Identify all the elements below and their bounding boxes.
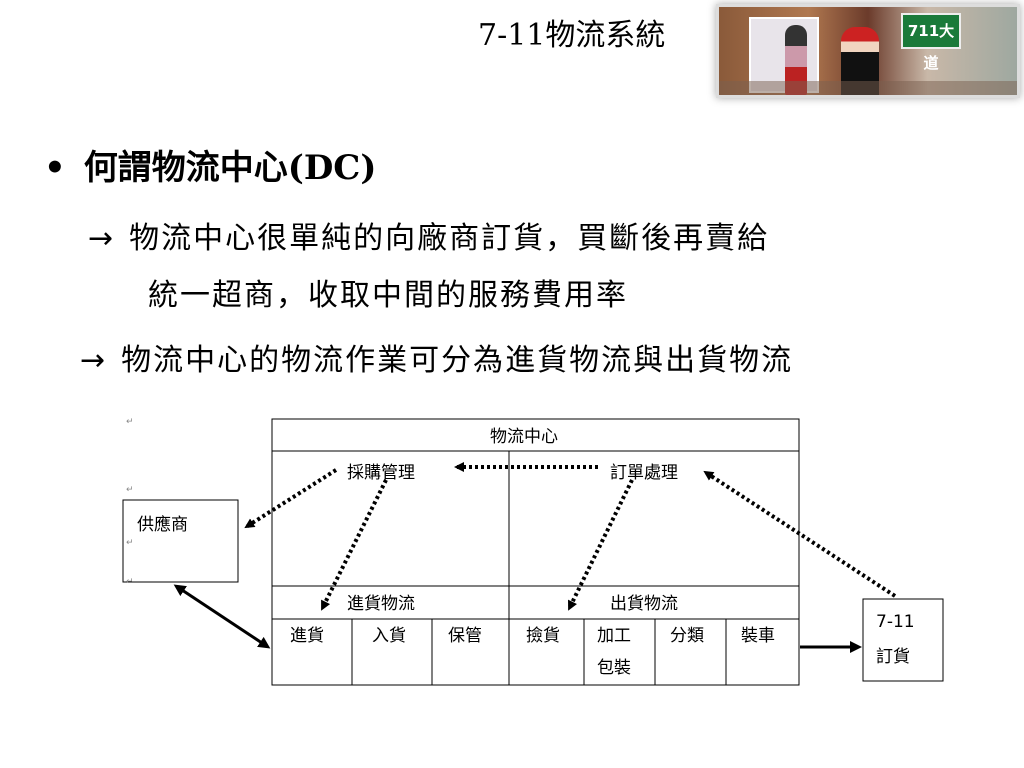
arrow-purchase-to-supplier <box>244 468 338 529</box>
dotted-arrows <box>244 462 897 611</box>
bullet-dot: • <box>44 148 66 188</box>
header-photo: 711大道 <box>716 4 1020 98</box>
center-box <box>271 418 800 686</box>
page-title: 7-11物流系統 <box>478 18 666 53</box>
line2-text: 物流中心的物流作業可分為進貨物流與出貨物流 <box>121 343 794 378</box>
store-order-label-1: 7-11 <box>876 612 915 632</box>
supplier-label: 供應商 <box>137 514 188 535</box>
arrow-line-1: → 物流中心很單純的向廠商訂貨，買斷後再賣給 <box>88 213 769 257</box>
step-inbound-3: 保管 <box>448 626 482 646</box>
bullet-heading: • 何謂物流中心(DC) <box>44 140 376 189</box>
supplier-box <box>122 499 239 583</box>
photo-floor <box>719 81 1017 95</box>
step-inbound-2: 入貨 <box>372 626 406 646</box>
step-outbound-4: 裝車 <box>741 626 775 646</box>
step-outbound-1: 撿貨 <box>526 626 560 646</box>
arrow-order-to-outbound <box>567 479 634 611</box>
purchase-mgmt-label: 採購管理 <box>347 463 415 483</box>
arrow-supplier-inbound <box>173 584 271 649</box>
center-title: 物流中心 <box>490 427 558 447</box>
step-outbound-2b: 包裝 <box>597 658 631 678</box>
photo-poster <box>749 17 819 93</box>
step-outbound-2a: 加工 <box>597 626 631 646</box>
solid-arrows <box>173 584 862 653</box>
photo-person-left <box>785 25 807 95</box>
arrow-line-2: → 物流中心的物流作業可分為進貨物流與出貨物流 <box>80 335 793 379</box>
heading-text: 何謂物流中心(DC) <box>83 148 377 188</box>
para-mark: ↵ <box>126 538 134 548</box>
order-process-label: 訂單處理 <box>610 463 678 483</box>
para-mark: ↵ <box>126 577 134 587</box>
para-mark: ↵ <box>126 417 134 427</box>
diagram-frame <box>122 418 944 686</box>
store-order-box <box>862 598 944 682</box>
line1-text: 物流中心很單純的向廠商訂貨，買斷後再賣給 <box>129 221 770 256</box>
step-outbound-3: 分類 <box>670 626 704 646</box>
photo-store-sign: 711大道 <box>901 13 961 72</box>
logistics-center-diagram: 物流中心 採購管理 訂單處理 進貨物流 出貨物流 進貨 入貨 保管 撿貨 加工 … <box>122 417 944 686</box>
step-inbound-1: 進貨 <box>290 626 324 646</box>
arrow-icon: → <box>88 221 116 256</box>
arrow-line-1-continued: 統一超商，收取中間的服務費用率 <box>148 278 628 313</box>
arrow-icon: → <box>80 343 108 378</box>
arrow-purchase-to-inbound <box>320 479 388 611</box>
para-mark: ↵ <box>126 485 134 495</box>
arrow-store-to-order <box>703 470 897 598</box>
inbound-logistics-label: 進貨物流 <box>347 594 415 614</box>
store-order-label-2: 訂貨 <box>876 647 910 667</box>
outbound-logistics-label: 出貨物流 <box>610 594 678 614</box>
